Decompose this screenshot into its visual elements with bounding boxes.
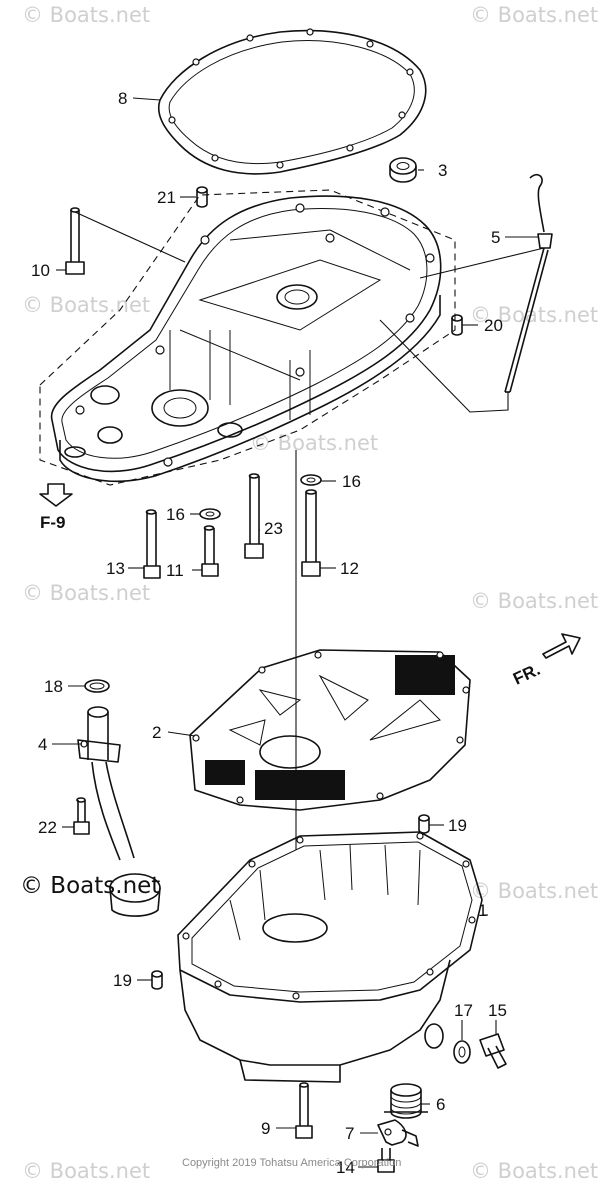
part-22-bolt xyxy=(73,797,90,835)
part-19-dowel xyxy=(151,970,163,990)
watermark: © Boats.net xyxy=(250,431,378,455)
callout-16b: 16 xyxy=(166,505,185,524)
part-9-bolt xyxy=(295,1082,313,1139)
callout-labels: 1 2 3 4 5 6 7 8 9 10 11 12 13 14 15 16 1… xyxy=(31,89,507,1177)
watermark: © Boats.net xyxy=(22,581,150,605)
callout-22: 22 xyxy=(38,818,57,837)
part-16-washer xyxy=(199,508,221,520)
part-17-washer xyxy=(453,1040,471,1064)
callout-10: 10 xyxy=(31,261,50,280)
callout-9: 9 xyxy=(261,1119,270,1138)
callout-6: 6 xyxy=(436,1095,445,1114)
part-6-plug xyxy=(384,1083,428,1119)
part-12-bolt xyxy=(301,489,321,577)
callout-2: 2 xyxy=(152,723,161,742)
watermark-dark: © Boats.net xyxy=(20,873,160,899)
part-10-bolt xyxy=(65,207,85,275)
callout-15: 15 xyxy=(488,1001,507,1020)
baffle-bolt-holes xyxy=(192,651,470,804)
watermark-layer: © Boats.net © Boats.net © Boats.net © Bo… xyxy=(20,3,598,1183)
callout-17: 17 xyxy=(454,1001,473,1020)
callout-11: 11 xyxy=(166,561,184,580)
part-5-dipstick xyxy=(504,173,553,393)
watermark: © Boats.net xyxy=(22,3,150,27)
callout-5: 5 xyxy=(491,228,500,247)
part-21-dowel xyxy=(196,186,208,208)
part-20-dowel xyxy=(451,314,463,336)
callout-8: 8 xyxy=(118,89,127,108)
reference-arrow: F-9 xyxy=(39,483,73,532)
watermark: © Boats.net xyxy=(470,1159,598,1183)
callout-4: 4 xyxy=(38,735,47,754)
callout-21: 21 xyxy=(157,188,176,207)
callout-19a: 19 xyxy=(448,816,467,835)
direction-label: FR. xyxy=(510,660,543,689)
callout-16a: 16 xyxy=(342,472,361,491)
reference-label: F-9 xyxy=(40,513,66,532)
part-23-bolt xyxy=(244,473,264,559)
callout-18: 18 xyxy=(44,677,63,696)
watermark: © Boats.net xyxy=(470,589,598,613)
part-18-o-ring xyxy=(84,679,110,693)
part-11-bolt xyxy=(201,525,219,577)
part-1-oil-pan xyxy=(177,831,483,1083)
part-19-dowel xyxy=(418,814,430,834)
callout-13: 13 xyxy=(106,559,125,578)
part-7-bracket xyxy=(377,1119,419,1147)
callout-7: 7 xyxy=(345,1124,354,1143)
callout-20: 20 xyxy=(484,316,503,335)
part-16-washer xyxy=(300,474,322,486)
part-14-bolt xyxy=(377,1148,395,1173)
callout-3: 3 xyxy=(438,161,447,180)
leader-lines xyxy=(52,97,545,1168)
callout-12: 12 xyxy=(340,559,359,578)
casting-bolt-bosses xyxy=(75,203,435,467)
callout-23: 23 xyxy=(264,519,283,538)
gasket-bolt-holes xyxy=(168,28,414,169)
part-8-gasket xyxy=(158,28,427,175)
callout-14: 14 xyxy=(336,1158,355,1177)
part-2-baffle-plate xyxy=(189,649,471,811)
watermark: © Boats.net xyxy=(470,3,598,27)
front-direction-arrow: FR. xyxy=(510,633,581,689)
watermark: © Boats.net xyxy=(22,1159,150,1183)
callout-19b: 19 xyxy=(113,971,132,990)
callout-1: 1 xyxy=(478,901,487,920)
part-13-bolt xyxy=(143,509,161,579)
watermark: © Boats.net xyxy=(470,879,598,903)
watermark: © Boats.net xyxy=(22,293,150,317)
part-15-drain-plug xyxy=(479,1033,507,1069)
watermark: © Boats.net xyxy=(470,303,598,327)
copyright-notice: Copyright 2019 Tohatsu America Corporati… xyxy=(182,1157,401,1169)
part-3-oil-seal xyxy=(389,157,417,183)
pan-bolt-holes xyxy=(182,832,476,1000)
baffle-perforations xyxy=(205,655,455,800)
part-4-oil-strainer xyxy=(77,706,161,917)
upper-casting xyxy=(39,189,456,486)
